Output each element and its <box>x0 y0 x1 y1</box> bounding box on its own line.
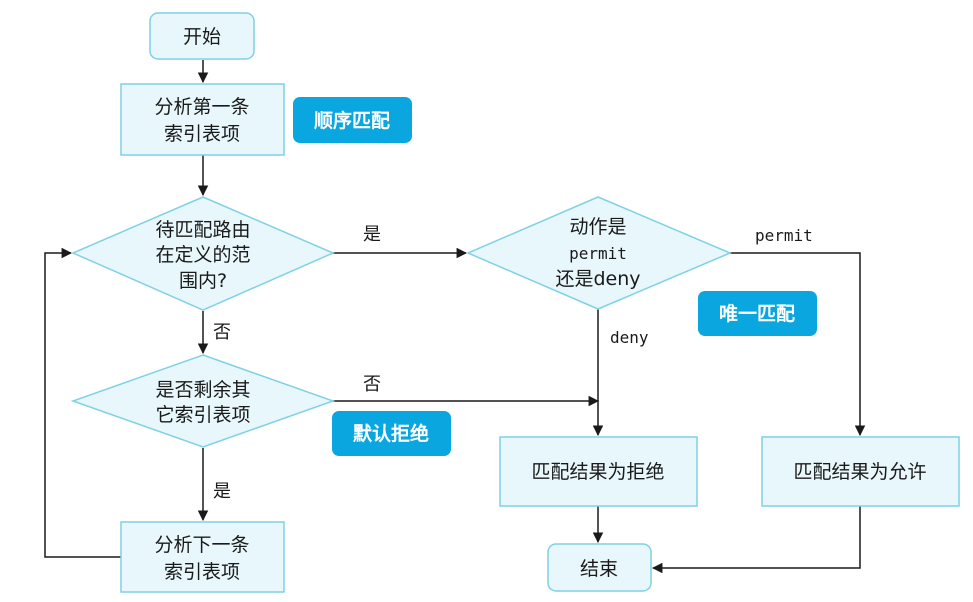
node-start-label: 开始 <box>183 26 221 48</box>
label-remaining-yes: 是 <box>213 481 231 502</box>
node-in-range-line-1: 待匹配路由 <box>155 219 250 241</box>
badge-unique-match: 唯一匹配 <box>698 291 817 336</box>
node-start: 开始 <box>149 12 255 60</box>
node-in-range-line-3: 围内? <box>179 270 227 292</box>
node-analyze-next-line-1: 分析下一条 <box>154 534 249 556</box>
node-action-line-1: 动作是 <box>569 216 626 238</box>
node-result-permit-label: 匹配结果为允许 <box>793 461 926 483</box>
badge-sequential-match: 顺序匹配 <box>293 97 412 143</box>
node-remaining-line-2: 它索引表项 <box>155 404 250 426</box>
node-end: 结束 <box>547 543 652 592</box>
label-in-range-no: 否 <box>213 322 231 343</box>
label-action-deny: deny <box>610 328 649 347</box>
badge-unique-match-label: 唯一匹配 <box>719 302 795 325</box>
edge-result-permit-to-end <box>651 506 861 574</box>
node-action-line-2: permit <box>569 244 627 263</box>
node-analyze-first-line-1: 分析第一条 <box>154 96 249 118</box>
node-end-label: 结束 <box>580 558 618 580</box>
badge-default-deny: 默认拒绝 <box>332 411 451 456</box>
node-in-range-decision: 待匹配路由 在定义的范 围内? <box>71 196 335 311</box>
label-remaining-no: 否 <box>363 374 381 395</box>
node-remaining-decision: 是否剩余其 它索引表项 <box>70 354 336 448</box>
label-action-permit: permit <box>755 226 813 245</box>
badge-default-deny-label: 默认拒绝 <box>353 422 429 445</box>
node-in-range-line-2: 在定义的范 <box>155 244 250 266</box>
node-result-permit: 匹配结果为允许 <box>761 436 960 507</box>
node-result-deny-label: 匹配结果为拒绝 <box>531 461 664 483</box>
edges <box>44 60 866 574</box>
node-analyze-first-line-2: 索引表项 <box>164 123 240 145</box>
node-action-line-3: 还是deny <box>555 268 640 290</box>
node-analyze-first: 分析第一条 索引表项 <box>120 83 285 156</box>
node-action-decision: 动作是 permit 还是deny <box>466 196 732 310</box>
node-analyze-next-line-2: 索引表项 <box>164 561 240 583</box>
node-remaining-line-1: 是否剩余其 <box>155 379 250 401</box>
label-in-range-yes: 是 <box>363 224 381 245</box>
node-analyze-next: 分析下一条 索引表项 <box>120 521 285 593</box>
badge-sequential-match-label: 顺序匹配 <box>314 109 390 132</box>
edge-action-permit-to-result-permit <box>730 252 866 437</box>
node-result-deny: 匹配结果为拒绝 <box>499 436 698 507</box>
edge-analyze-next-loop-back <box>44 247 121 558</box>
